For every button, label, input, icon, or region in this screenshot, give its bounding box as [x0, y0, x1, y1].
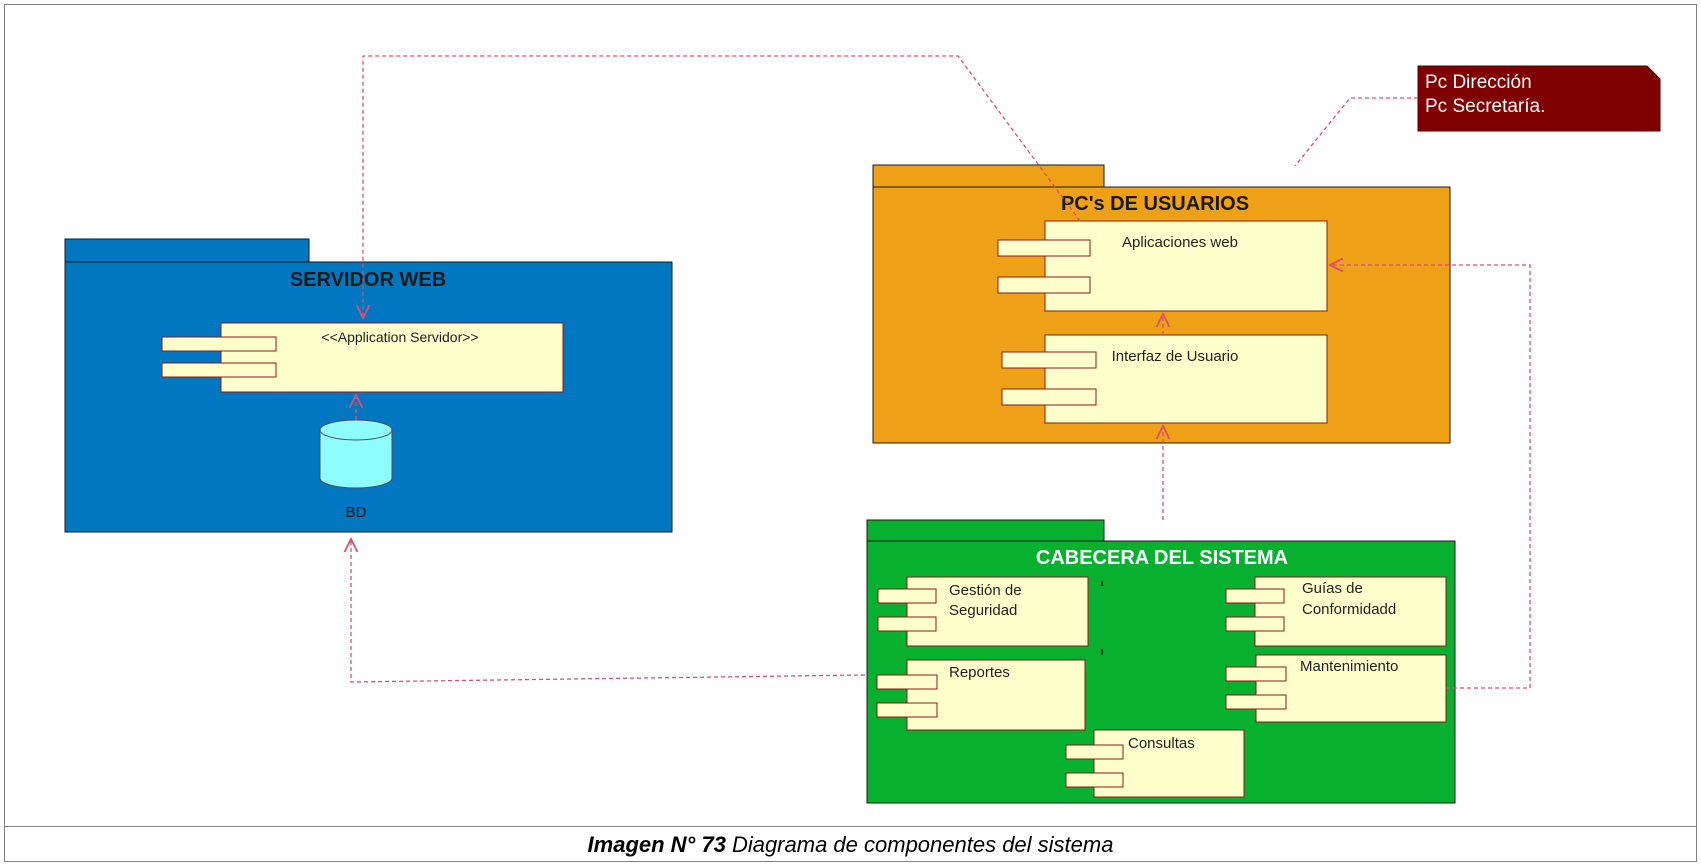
- component-port: [997, 276, 1091, 294]
- component-port: [1225, 588, 1285, 604]
- component-port: [997, 239, 1091, 257]
- component-port: [1001, 388, 1097, 406]
- component-reportes: Reportes: [876, 659, 1086, 731]
- component-port: [876, 702, 938, 718]
- component-aplicaciones-web: Aplicaciones web: [997, 220, 1328, 312]
- package-tab: [872, 164, 1105, 190]
- caption-label: Imagen N° 73: [587, 831, 726, 857]
- component-port: [1065, 772, 1124, 788]
- database-label: BD: [346, 504, 367, 521]
- component-port: [1225, 616, 1285, 632]
- package-title: PC's DE USUARIOS: [1061, 193, 1249, 215]
- package-servidor-web: SERVIDOR WEB <<Application Servidor>> BD: [64, 238, 673, 533]
- component-port: [876, 674, 938, 690]
- caption-text: Diagrama de componentes del sistema: [731, 831, 1114, 857]
- connector-note: [1294, 97, 1418, 167]
- connectors: [351, 55, 1531, 689]
- component-diagram: SERVIDOR WEB <<Application Servidor>> BD…: [64, 55, 1661, 804]
- note-line-2: Pc Secretaría.: [1425, 96, 1545, 117]
- component-label: <<Application Servidor>>: [321, 329, 478, 345]
- component-label: Consultas: [1128, 735, 1195, 752]
- component-interfaz-usuario: Interfaz de Usuario: [1001, 334, 1328, 424]
- package-pcs-usuarios: PC's DE USUARIOS Aplicaciones web Interf…: [872, 164, 1451, 444]
- note-pc-direccion: Pc Dirección Pc Secretaría.: [1417, 65, 1661, 132]
- component-label-line2: Seguridad: [949, 602, 1017, 619]
- component-port: [161, 362, 277, 378]
- component-port: [1225, 694, 1287, 710]
- connector-mantenimiento-to-web: [1330, 265, 1531, 689]
- component-application-servidor: <<Application Servidor>>: [161, 322, 564, 393]
- figure-caption: Imagen N° 73 Diagrama de componentes del…: [4, 826, 1697, 862]
- package-body: [64, 261, 673, 533]
- component-port: [1001, 351, 1097, 369]
- component-guias-conformidad: Guías de Conformidadd: [1225, 576, 1447, 647]
- component-consultas: Consultas: [1065, 729, 1245, 798]
- component-port: [161, 336, 277, 352]
- component-port: [877, 616, 937, 632]
- package-tab: [64, 238, 310, 264]
- package-tab: [866, 519, 1105, 543]
- note-line-1: Pc Dirección: [1425, 72, 1532, 93]
- package-cabecera-sistema: CABECERA DEL SISTEMA Gestión de Segurida…: [866, 519, 1456, 804]
- component-label: Mantenimiento: [1300, 658, 1398, 675]
- package-title: SERVIDOR WEB: [290, 269, 446, 291]
- component-port: [877, 588, 937, 604]
- component-label: Reportes: [949, 664, 1010, 681]
- package-title: CABECERA DEL SISTEMA: [1036, 547, 1288, 569]
- component-label-line1: Gestión de: [949, 582, 1022, 599]
- component-label: Interfaz de Usuario: [1112, 348, 1239, 365]
- component-gestion-seguridad: Gestión de Seguridad: [877, 576, 1089, 647]
- component-label: Aplicaciones web: [1122, 234, 1238, 251]
- component-label-line2: Conformidadd: [1302, 601, 1396, 618]
- connector-aplicaciones-to-servidor: [363, 55, 1081, 318]
- connector-reportes-to-bd: [351, 539, 866, 683]
- component-port: [1065, 744, 1124, 760]
- component-label-line1: Guías de: [1302, 580, 1363, 597]
- component-port: [1225, 666, 1287, 682]
- component-mantenimiento: Mantenimiento: [1225, 654, 1447, 723]
